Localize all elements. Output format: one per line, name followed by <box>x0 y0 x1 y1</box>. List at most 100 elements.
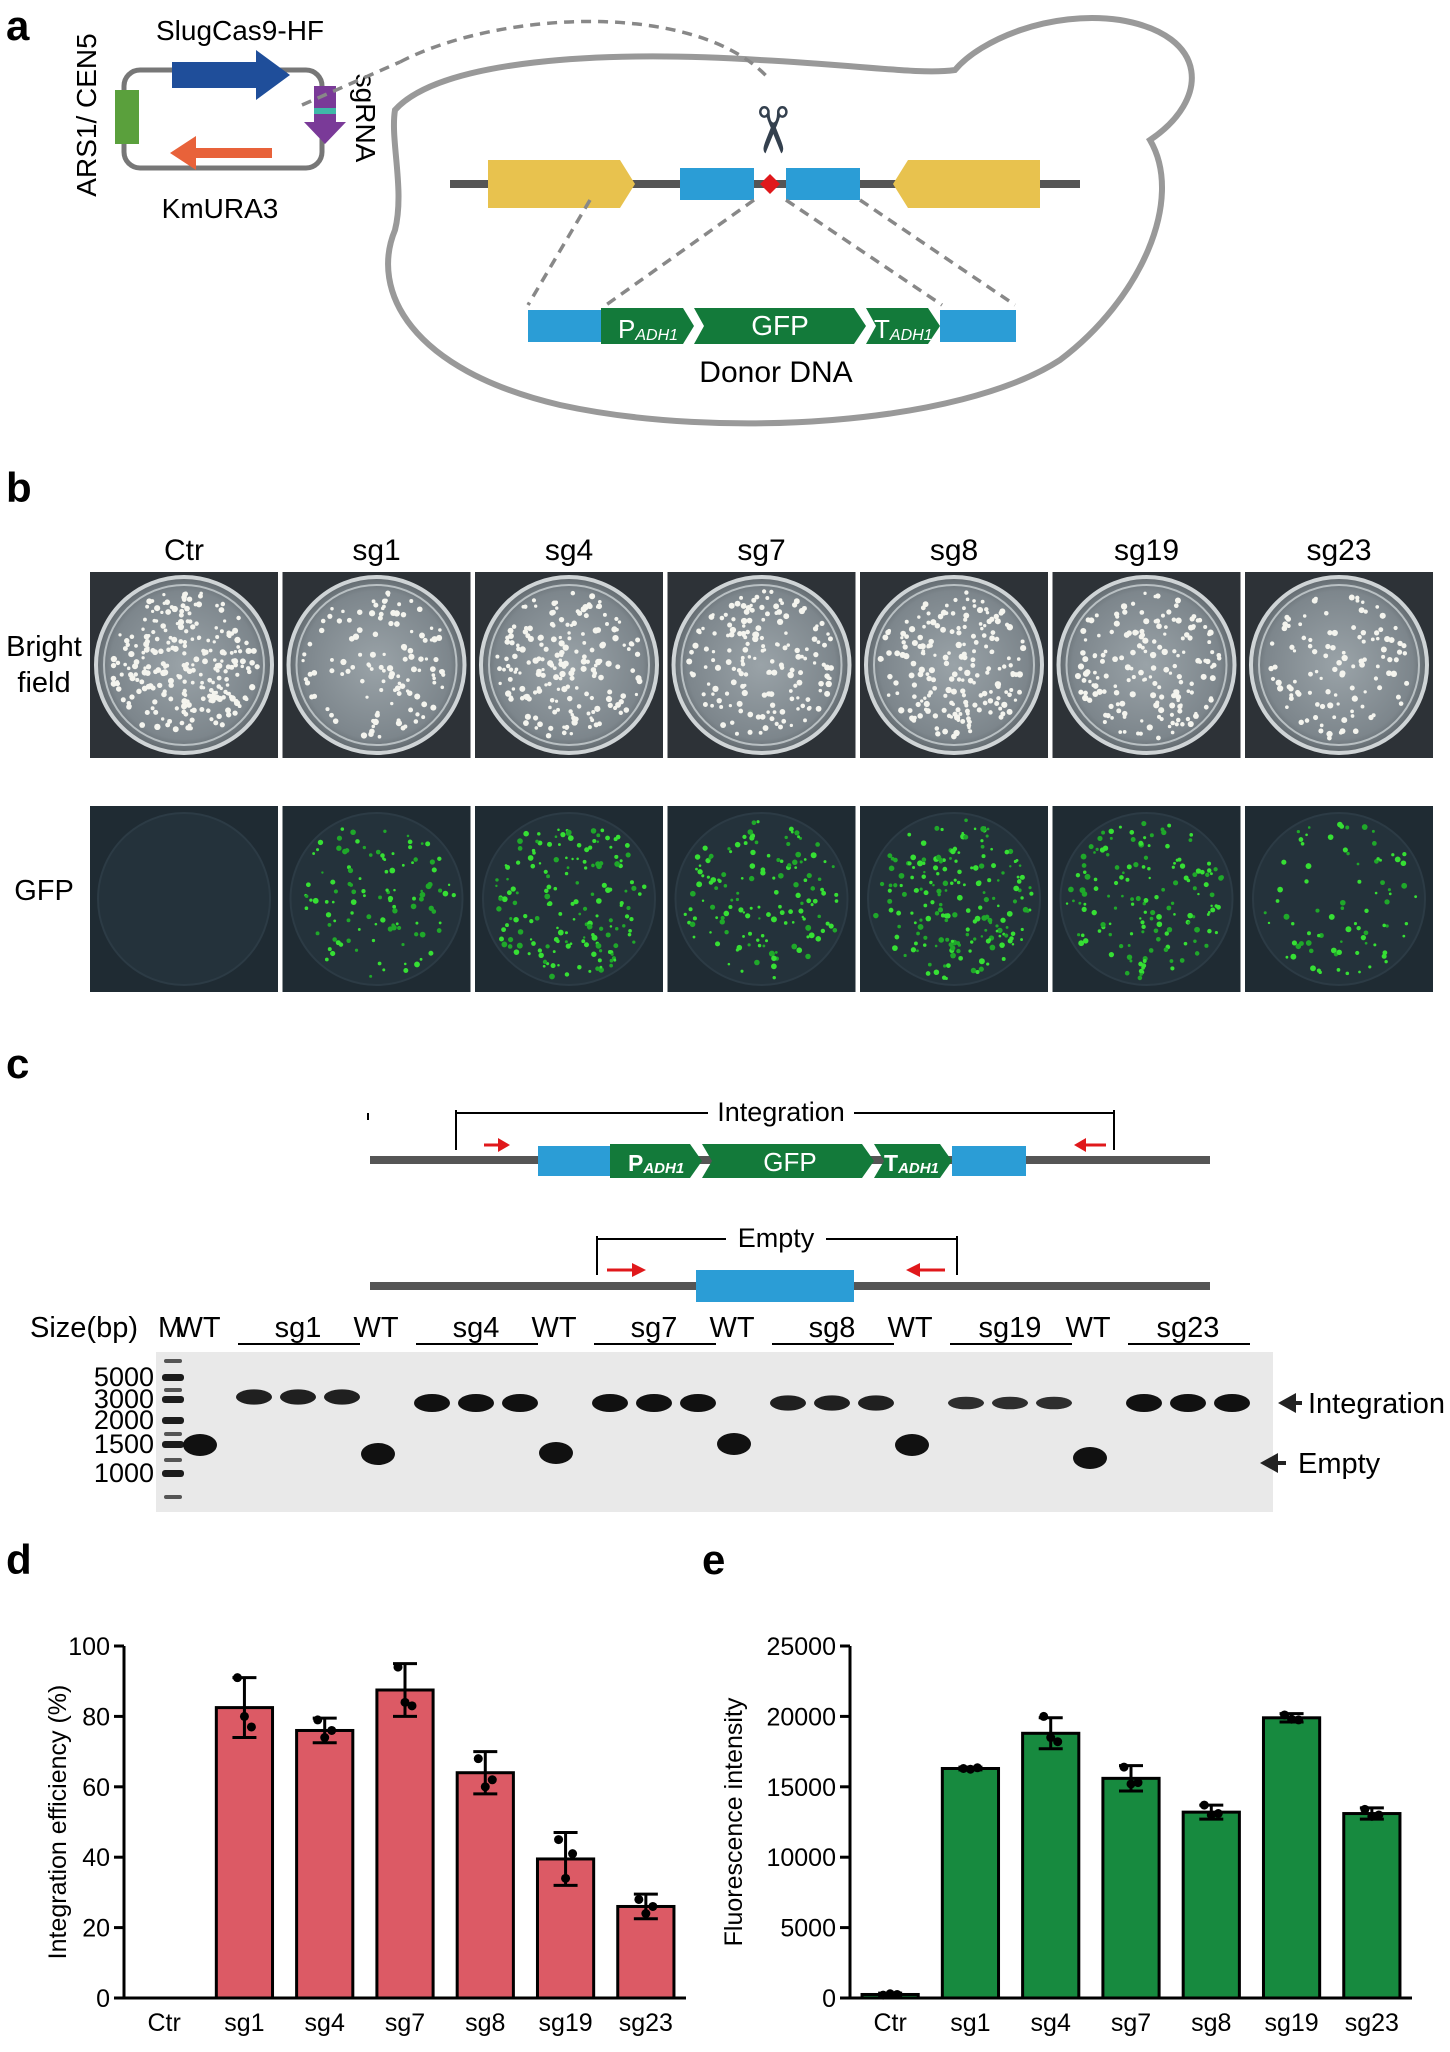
bar <box>214 1706 275 2000</box>
yeast-cell-outline <box>385 15 1195 427</box>
donor-terminator <box>866 308 940 344</box>
homology-arm-left <box>680 168 754 200</box>
gel-band-integration <box>1036 1396 1072 1410</box>
data-point <box>1360 1804 1370 1814</box>
gfp-plate <box>1052 806 1241 992</box>
row-label-bright-2: field <box>17 667 70 699</box>
ladder-band <box>162 1396 184 1403</box>
ladder-band <box>162 1470 184 1477</box>
data-point <box>965 1764 975 1774</box>
plate-column-label: sg7 <box>737 534 785 567</box>
ladder-band <box>162 1441 184 1448</box>
bar <box>455 1771 515 2000</box>
data-point <box>561 1873 571 1883</box>
ladder-band <box>162 1417 184 1424</box>
gfp-plate <box>475 806 663 992</box>
bar <box>1261 1716 1322 2000</box>
empty-band-label: Empty <box>1298 1448 1381 1480</box>
data-point <box>393 1662 403 1672</box>
data-point <box>568 1849 578 1859</box>
panel-c: c Integration PADH1 GFP TADH1 Empty Size… <box>6 1040 1445 1512</box>
gel-band-empty <box>539 1442 573 1464</box>
empty-target-block <box>696 1270 854 1302</box>
bar <box>295 1728 355 2000</box>
empty-amplicon-label: Empty <box>738 1223 815 1253</box>
scissors-icon: ✂ <box>736 103 808 157</box>
int-promoter <box>610 1144 702 1178</box>
integration-band-label: Integration <box>1308 1388 1445 1420</box>
data-point <box>1294 1715 1304 1725</box>
ars-cen-label: ARS1/ CEN5 <box>71 33 102 196</box>
gel-band-integration <box>1126 1394 1162 1412</box>
panel-c-letter: c <box>6 1040 29 1087</box>
empty-arrow <box>1260 1453 1278 1473</box>
panel-a-letter: a <box>6 2 30 49</box>
gel-marker-label: M <box>158 1312 182 1344</box>
ladder-size-label: 1000 <box>94 1458 154 1488</box>
homology-dash-3 <box>785 198 943 307</box>
x-tick-label: Ctr <box>147 2009 180 2037</box>
donor-dna-caption: Donor DNA <box>699 356 852 389</box>
x-tick-label: sg8 <box>465 2009 505 2037</box>
y-tick-label: 0 <box>96 1985 110 2013</box>
y-tick-label: 60 <box>82 1774 110 1802</box>
y-tick-label: 0 <box>822 1985 836 2013</box>
sgrna-arrow <box>304 86 346 144</box>
gel-wt-label: WT <box>1065 1312 1110 1344</box>
y-tick-label: 15000 <box>766 1774 836 1802</box>
gel-band-integration <box>948 1396 984 1410</box>
plate-column-label: sg23 <box>1306 534 1371 567</box>
donor-arm-left <box>528 310 606 342</box>
donor-gfp-label: GFP <box>751 310 809 341</box>
gel-wt-label: WT <box>531 1312 576 1344</box>
data-point <box>1039 1711 1049 1721</box>
bright-field-plate <box>475 572 663 758</box>
gel-band-empty <box>717 1433 751 1455</box>
data-point <box>1367 1811 1377 1821</box>
ladder-size-label: 1500 <box>94 1429 154 1459</box>
gfp-plate <box>90 806 278 992</box>
gel-band-integration <box>992 1396 1028 1410</box>
data-point <box>885 1989 895 1999</box>
ladder-size-label: 5000 <box>94 1362 154 1392</box>
y-axis-label: Integration efficiency (%) <box>44 1685 72 1960</box>
slugcas9-arrow <box>172 50 290 100</box>
gel-group-label: sg23 <box>1157 1312 1220 1344</box>
gel-band-integration <box>680 1394 716 1412</box>
data-point <box>320 1733 330 1743</box>
ladder-size-label: 2000 <box>94 1405 154 1435</box>
sgrna-stripe <box>314 108 336 114</box>
bright-field-plate <box>1245 572 1433 758</box>
gel-size-header: Size(bp) <box>30 1312 138 1344</box>
plate-column-label: sg1 <box>352 534 400 567</box>
flanking-gene-right <box>893 160 1040 208</box>
homology-arm-right <box>786 168 860 200</box>
plate-column-label: sg4 <box>545 534 593 567</box>
bar <box>940 1766 1001 2000</box>
gfp-plate <box>667 806 856 992</box>
panel-e-letter: e <box>702 1536 725 1583</box>
data-point <box>407 1701 417 1711</box>
plate-column-label: sg19 <box>1114 534 1179 567</box>
bar <box>1342 1812 1402 2000</box>
data-point <box>246 1722 256 1732</box>
int-promoter-label: PADH1 <box>628 1150 684 1177</box>
homology-dash-2 <box>604 198 756 307</box>
y-tick-label: 10000 <box>766 1844 836 1872</box>
data-point <box>480 1782 490 1792</box>
gel-band-empty <box>361 1443 395 1465</box>
gel-band-integration <box>236 1389 272 1405</box>
gel-band-integration <box>280 1389 316 1405</box>
x-tick-label: sg1 <box>950 2009 990 2037</box>
flanking-gene-left <box>488 160 635 208</box>
int-gfp <box>702 1144 874 1178</box>
x-tick-label: sg19 <box>1264 2009 1318 2037</box>
data-point <box>1213 1809 1223 1819</box>
panel-b-letter: b <box>6 464 32 511</box>
integration-arrow <box>1278 1393 1296 1413</box>
data-point <box>487 1775 497 1785</box>
gel-band-integration <box>858 1395 894 1411</box>
ladder-band <box>162 1374 184 1381</box>
int-gfp-label: GFP <box>763 1147 816 1177</box>
